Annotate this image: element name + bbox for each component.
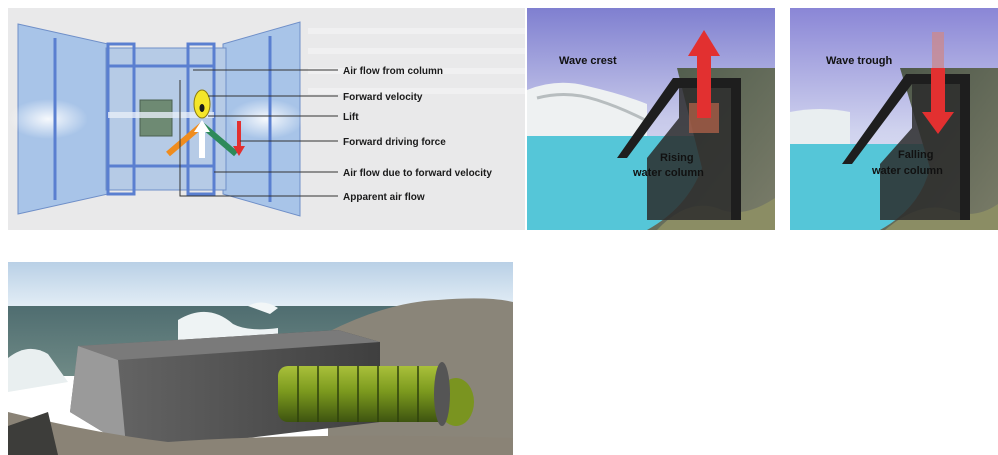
falling-arrow-head bbox=[922, 112, 954, 134]
wave-crest-diagram: Wave crest Rising water column bbox=[527, 8, 775, 230]
falling-caption-line2: water column bbox=[871, 165, 943, 177]
force-vectors bbox=[166, 89, 245, 158]
label-forward-driving-force: Forward driving force bbox=[343, 137, 446, 148]
background-stripes bbox=[308, 28, 525, 94]
lift-arrowhead bbox=[194, 120, 210, 132]
aerofoil-core bbox=[199, 104, 205, 112]
wave-power-station-photo bbox=[8, 262, 513, 455]
green-turbine-duct bbox=[278, 366, 448, 422]
turbine-duct-ribs bbox=[297, 366, 419, 422]
sea-spray bbox=[790, 109, 850, 148]
label-lift: Lift bbox=[343, 112, 359, 123]
wave-crest-svg: Wave crest Rising water column bbox=[527, 8, 775, 230]
rising-arrow-shaft bbox=[697, 54, 711, 118]
falling-arrow-tail bbox=[932, 32, 944, 72]
turbine-force-diagram: Air flow from column Forward velocity Li… bbox=[8, 8, 525, 230]
leader-lines bbox=[179, 69, 338, 197]
label-forward-velocity: Forward velocity bbox=[343, 92, 423, 103]
wave-crest-title: Wave crest bbox=[559, 55, 617, 67]
label-air-flow-from-column: Air flow from column bbox=[343, 66, 443, 77]
surf-distant bbox=[248, 302, 278, 314]
gravel-foreground bbox=[8, 412, 513, 455]
falling-arrow-shaft bbox=[931, 68, 945, 114]
surf-splash bbox=[178, 311, 278, 342]
turbine-diagram-svg: Air flow from column Forward velocity Li… bbox=[8, 21, 525, 217]
driving-force-arrowhead bbox=[233, 146, 245, 156]
surf-left bbox=[8, 348, 68, 392]
wave-trough-svg: Wave trough Falling water column bbox=[790, 8, 998, 230]
rising-caption-line2: water column bbox=[632, 167, 704, 179]
label-apparent-air-flow: Apparent air flow bbox=[343, 192, 425, 203]
station-side-wall bbox=[70, 346, 126, 446]
rising-arrow-head bbox=[688, 30, 720, 56]
shaft bbox=[108, 112, 214, 118]
foam-texture bbox=[536, 93, 646, 122]
rising-caption-line1: Rising bbox=[660, 152, 694, 164]
dark-rocks bbox=[8, 412, 58, 455]
falling-caption-line1: Falling bbox=[898, 149, 933, 161]
wave-trough-title: Wave trough bbox=[826, 55, 892, 67]
turbine-outlet-ring bbox=[434, 362, 450, 426]
turbine-frame bbox=[53, 36, 272, 202]
right-duct-glow bbox=[228, 99, 304, 139]
wave-foam bbox=[527, 82, 647, 138]
left-duct-glow bbox=[8, 99, 88, 139]
station-roof bbox=[78, 330, 380, 360]
label-air-flow-forward-velocity: Air flow due to forward velocity bbox=[343, 168, 492, 179]
wave-trough-diagram: Wave trough Falling water column bbox=[790, 8, 998, 230]
photo-svg bbox=[8, 262, 513, 455]
photo-sky bbox=[8, 262, 513, 308]
